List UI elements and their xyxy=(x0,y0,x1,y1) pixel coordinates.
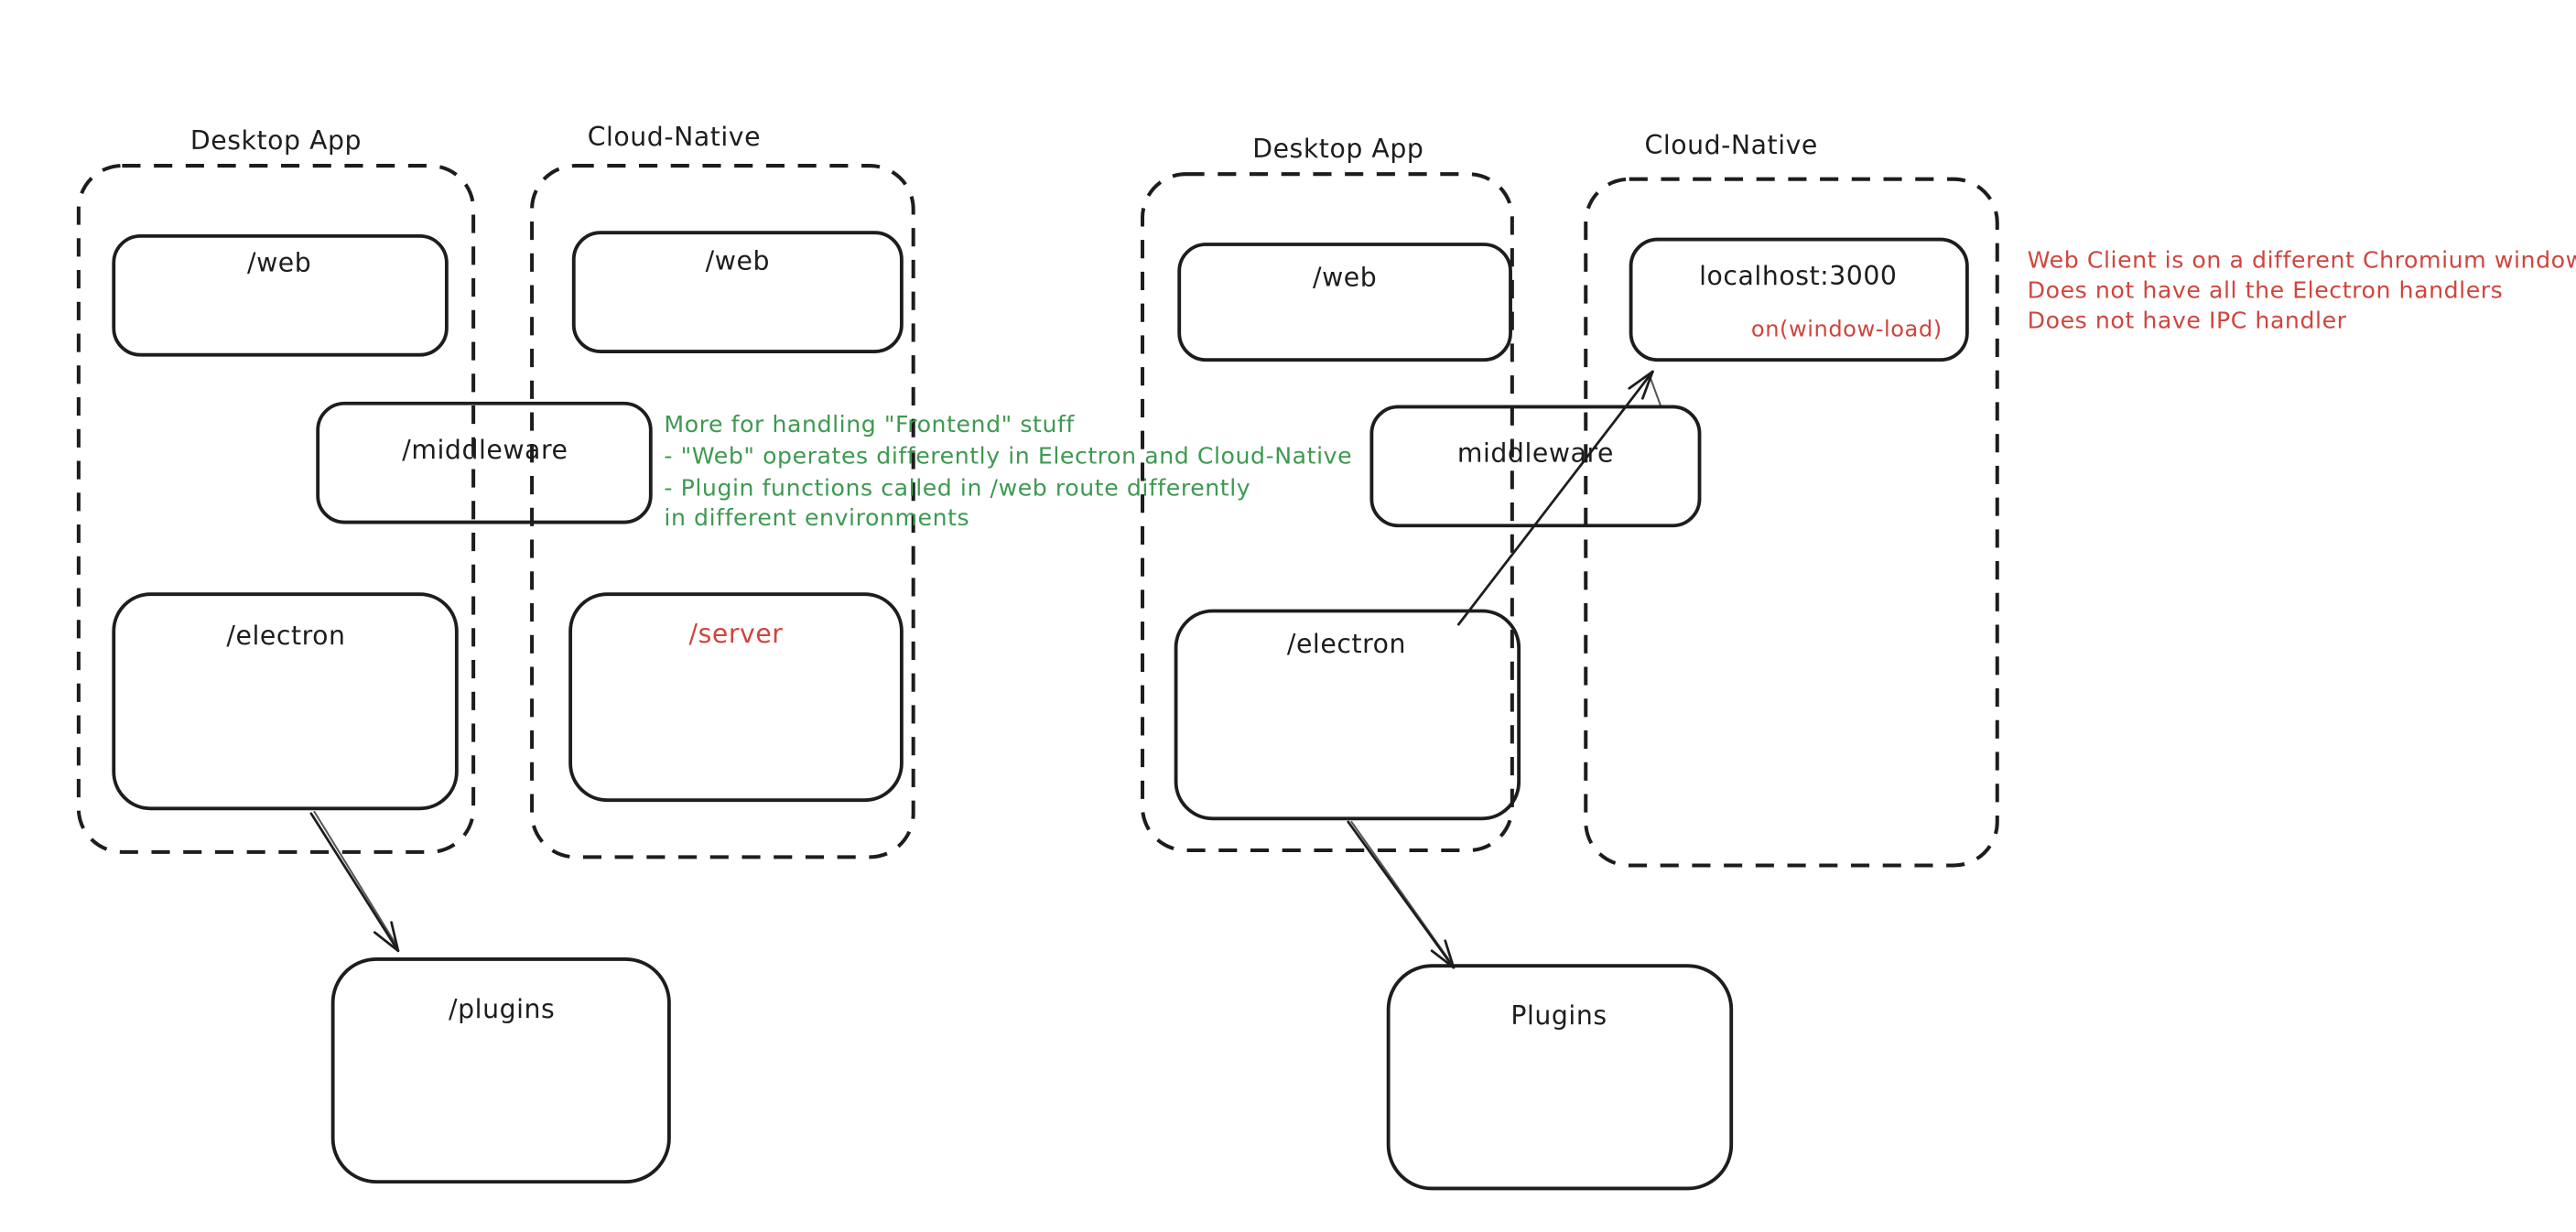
left-middleware-box xyxy=(316,401,653,524)
left-electron-label: /electron xyxy=(226,621,345,651)
left-web-cloud-box xyxy=(571,231,904,353)
left-web-desktop-label: /web xyxy=(247,247,311,277)
left-web-cloud-label: /web xyxy=(706,245,770,276)
left-cloud-native-label: Cloud-Native xyxy=(588,122,761,152)
left-electron-box xyxy=(112,592,459,811)
right-desktop-app-label: Desktop App xyxy=(1252,134,1423,164)
right-diagram: Desktop App Cloud-Native /web localhost:… xyxy=(1141,130,2576,1191)
right-arrow-electron-to-plugins xyxy=(1347,820,1456,969)
right-middleware-label: middleware xyxy=(1457,438,1614,469)
right-desktop-app-container xyxy=(1141,172,1514,853)
right-web-label: /web xyxy=(1313,263,1377,293)
left-server-box xyxy=(568,592,904,803)
red-note-line-3: Does not have IPC handler xyxy=(2028,307,2347,333)
red-note-line-2: Does not have all the Electron handlers xyxy=(2028,277,2504,304)
right-cloud-native-container xyxy=(1584,177,1999,868)
left-desktop-app-container xyxy=(76,164,476,854)
green-note-line-1: More for handling "Frontend" stuff xyxy=(664,411,1075,438)
right-web-box xyxy=(1177,243,1512,362)
right-cloud-native-label: Cloud-Native xyxy=(1645,130,1818,160)
right-electron-box xyxy=(1174,609,1521,821)
left-plugins-label: /plugins xyxy=(449,994,555,1024)
red-note-line-1: Web Client is on a different Chromium wi… xyxy=(2028,247,2576,274)
left-desktop-app-label: Desktop App xyxy=(190,125,362,156)
localhost-box xyxy=(1629,237,1969,362)
left-middleware-label: /middleware xyxy=(402,435,568,465)
left-green-note: More for handling "Frontend" stuff - "We… xyxy=(664,411,1352,531)
left-arrow-electron-to-plugins xyxy=(309,810,400,953)
left-server-label: /server xyxy=(688,619,783,649)
left-diagram: Desktop App Cloud-Native /web /web /midd… xyxy=(76,122,1352,1184)
right-plugins-label: Plugins xyxy=(1510,1000,1607,1031)
right-plugins-box xyxy=(1386,964,1734,1191)
left-plugins-box xyxy=(330,956,671,1184)
right-arrow-electron-to-localhost xyxy=(1457,370,1662,626)
right-electron-label: /electron xyxy=(1287,629,1406,659)
left-cloud-native-container xyxy=(530,164,915,859)
right-red-note: Web Client is on a different Chromium wi… xyxy=(2028,247,2576,334)
localhost-label: localhost:3000 xyxy=(1699,261,1897,291)
localhost-on-window-load-label: on(window-load) xyxy=(1751,317,1943,342)
green-note-line-2: - "Web" operates differently in Electron… xyxy=(664,443,1352,470)
green-note-line-4: in different environments xyxy=(664,504,969,531)
left-web-desktop-box xyxy=(112,233,449,357)
green-note-line-3: - Plugin functions called in /web route … xyxy=(664,474,1250,501)
